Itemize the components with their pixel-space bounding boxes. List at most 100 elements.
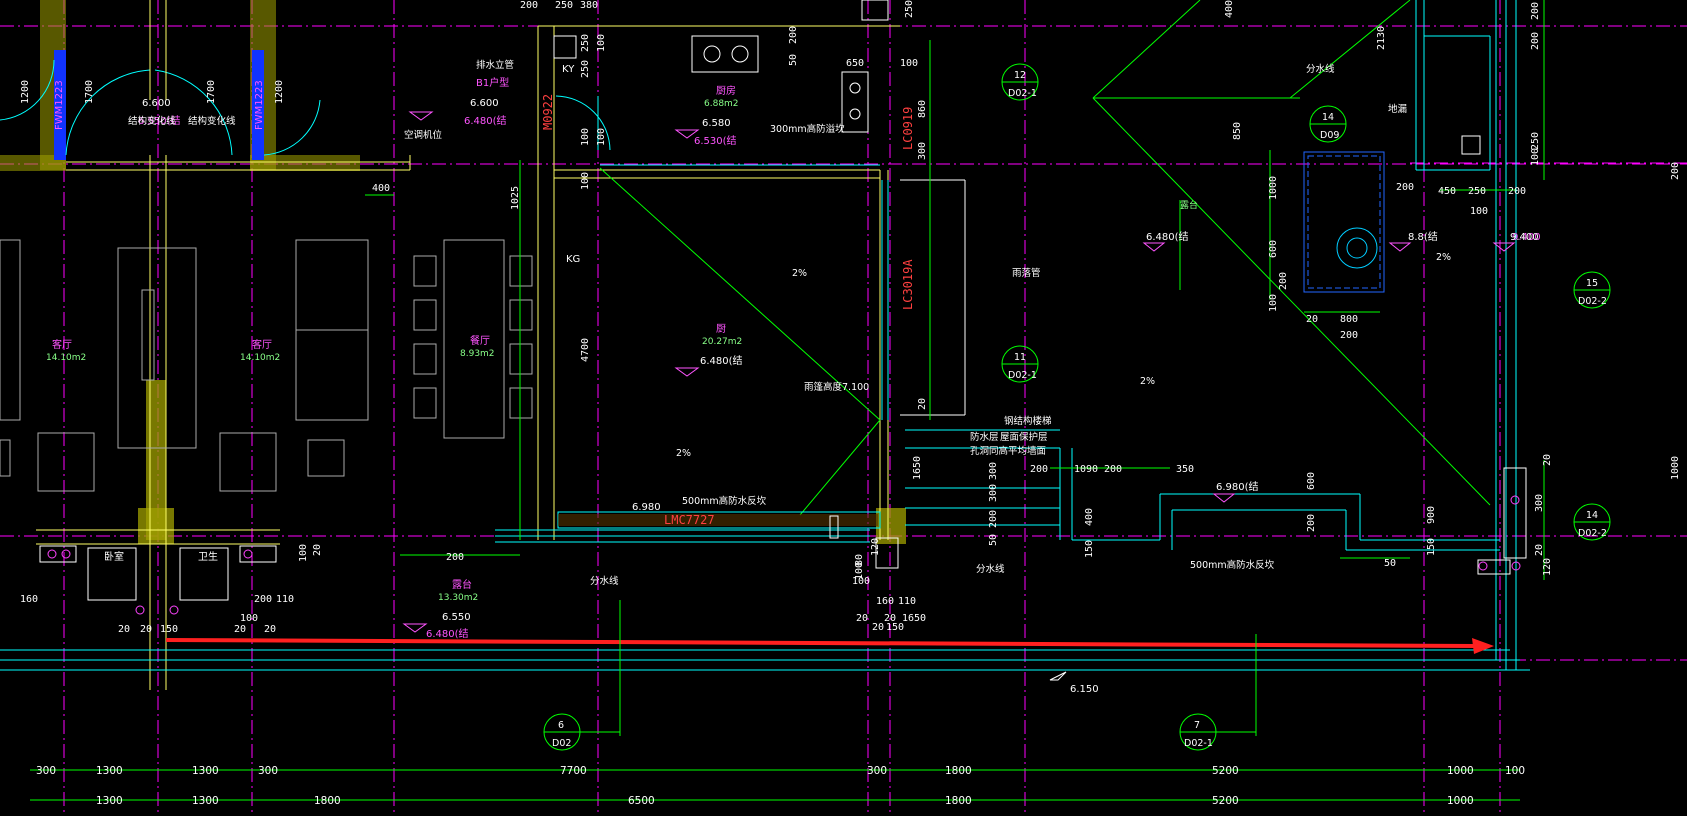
dim-t-3: 250 xyxy=(580,34,591,52)
label-kg: KG xyxy=(566,254,580,265)
dim-t-15: 100 xyxy=(900,58,918,69)
room-area: 13.30m2 xyxy=(438,593,478,603)
dim-t-41: 100 xyxy=(854,562,865,580)
room-name: 露台 xyxy=(1180,199,1198,211)
tag-ref: D09 xyxy=(1320,130,1339,141)
door-label-fwm1: FWM1223 xyxy=(54,80,65,130)
dimension-texts: 300 1300 1300 300 7700 300 1800 5200 100… xyxy=(20,0,1681,807)
slope-label: 2% xyxy=(676,448,691,459)
dim-t-35: 250 xyxy=(1530,132,1541,150)
dim-t-19: 20 xyxy=(917,398,928,410)
dim-t-1: 250 xyxy=(555,0,573,11)
dim-r1-1: 1300 xyxy=(96,765,123,777)
door-label-fwm2: FWM1223 xyxy=(254,80,265,130)
dim-t-21: 1000 xyxy=(1268,176,1279,200)
dim-r1-9: 100 xyxy=(1505,765,1525,777)
dim-t-43: 160 xyxy=(876,596,894,607)
dimension-lines xyxy=(30,0,1545,801)
dim-m-7: 1650 xyxy=(912,456,923,480)
dim-r1-6: 1800 xyxy=(945,765,972,777)
dim-t-53: 200 xyxy=(988,510,999,528)
dim-t-18: 860 xyxy=(917,100,928,118)
dim-t-13: 50 xyxy=(788,54,799,66)
dim-t-58: 1090 xyxy=(1074,464,1098,475)
dim-t-69: 120 xyxy=(1542,558,1553,576)
dim-m-1: 1700 xyxy=(84,80,95,104)
detail-tag: 11 D02-1 xyxy=(1001,345,1039,383)
dim-r2-4: 1800 xyxy=(945,795,972,807)
level-mark: 6.980(结 xyxy=(1216,480,1259,493)
dim-r2-6: 1000 xyxy=(1447,795,1474,807)
dim-t-76: 20 xyxy=(140,624,152,635)
dim-t-0: 200 xyxy=(520,0,538,11)
dim-t-75: 20 xyxy=(118,624,130,635)
dim-t-77: 150 xyxy=(160,624,178,635)
dim-r1-7: 5200 xyxy=(1212,765,1239,777)
level-mark: 6.550 xyxy=(442,612,471,623)
dim-t-37: 200 xyxy=(1670,162,1681,180)
room-name: 露台 xyxy=(452,578,472,591)
dim-t-36: 100 xyxy=(1530,148,1541,166)
tag-ref: D02-1 xyxy=(1008,370,1037,381)
slope-label: 2% xyxy=(1140,376,1155,387)
dim-m-5: 400 xyxy=(1224,0,1235,18)
dim-t-50: 200 xyxy=(446,552,464,563)
dim-r1-3: 300 xyxy=(258,765,278,777)
slope-label: 2% xyxy=(1436,252,1451,263)
level-mark: 6.480(结 xyxy=(426,627,469,640)
window-label-lc3019a: LC3019A xyxy=(901,259,915,310)
note-floor: 防水层 xyxy=(970,431,999,443)
dim-t-26: 800 xyxy=(1340,314,1358,325)
dim-t-65: 900 xyxy=(1426,506,1437,524)
detail-tag: 6 D02 xyxy=(543,713,620,751)
note-struct2: 结构变化线 xyxy=(188,115,236,127)
dim-r2-0: 1300 xyxy=(96,795,123,807)
dim-t-23: 100 xyxy=(1268,294,1279,312)
red-arrow xyxy=(165,638,1494,654)
room-area: 20.27m2 xyxy=(702,337,742,347)
note-500a: 500mm高防水反坎 xyxy=(682,495,767,507)
dim-t-48: 20 xyxy=(884,613,896,624)
note-pan: 孔洞同高平均墙面 xyxy=(970,445,1046,457)
note-struct1: 结构变化线 xyxy=(128,115,176,127)
window-label-lmc: LMC7727 xyxy=(664,513,715,527)
dim-t-29: 450 xyxy=(1438,186,1456,197)
dim-t-62: 600 xyxy=(1306,472,1317,490)
note-fen: 分水线 xyxy=(590,575,619,587)
dim-t-49: 1650 xyxy=(902,613,926,624)
level-marks: 6.600 6.550(结 6.600 6.480(结 6.580 6.530(… xyxy=(138,98,1539,695)
note-fen3: 分水线 xyxy=(976,563,1005,575)
dim-t-14: 650 xyxy=(846,58,864,69)
detail-tag: 7 D02-1 xyxy=(1179,713,1256,751)
tag-num: 7 xyxy=(1194,720,1200,731)
note-500b: 500mm高防水反坎 xyxy=(1190,559,1275,571)
dim-t-25: 20 xyxy=(1306,314,1318,325)
dim-t-44: 110 xyxy=(898,596,916,607)
dim-t-5: 250 xyxy=(580,60,591,78)
door-label-m0922: M0922 xyxy=(541,94,555,130)
tag-num: 11 xyxy=(1014,352,1026,363)
dim-m-4: 250 xyxy=(904,0,915,18)
dim-r2-2: 1800 xyxy=(314,795,341,807)
dim-t-59: 200 xyxy=(1104,464,1122,475)
level-mark: 6.480(结 xyxy=(700,354,743,367)
detail-tag: 12 D02-1 xyxy=(1001,63,1039,101)
dim-m-3: 1200 xyxy=(274,80,285,104)
level-mark: 6.980 xyxy=(632,502,661,513)
dim-t-78: 100 xyxy=(240,613,258,624)
room-area: 8.93m2 xyxy=(460,349,495,359)
room-labels: 客厅 14.10m2 客厅 14.10m2 餐厅 8.93m2 厨 20.27m… xyxy=(46,84,1198,603)
dim-t-39: 80 xyxy=(854,554,865,566)
dim-t-16: 850 xyxy=(1232,122,1243,140)
dim-t-45: 20 xyxy=(856,613,868,624)
level-mark: 8.8(结 xyxy=(1408,230,1438,243)
dim-t-24: 200 xyxy=(1278,272,1289,290)
dim-t-74: 110 xyxy=(276,594,294,605)
room-name: 厨房 xyxy=(716,84,736,97)
tag-ref: D02 xyxy=(552,738,571,749)
right-terrace xyxy=(905,0,1527,575)
dim-t-73: 200 xyxy=(254,594,272,605)
level-mark: 9.400 xyxy=(1510,232,1539,243)
note-ac: 空调机位 xyxy=(404,129,443,141)
